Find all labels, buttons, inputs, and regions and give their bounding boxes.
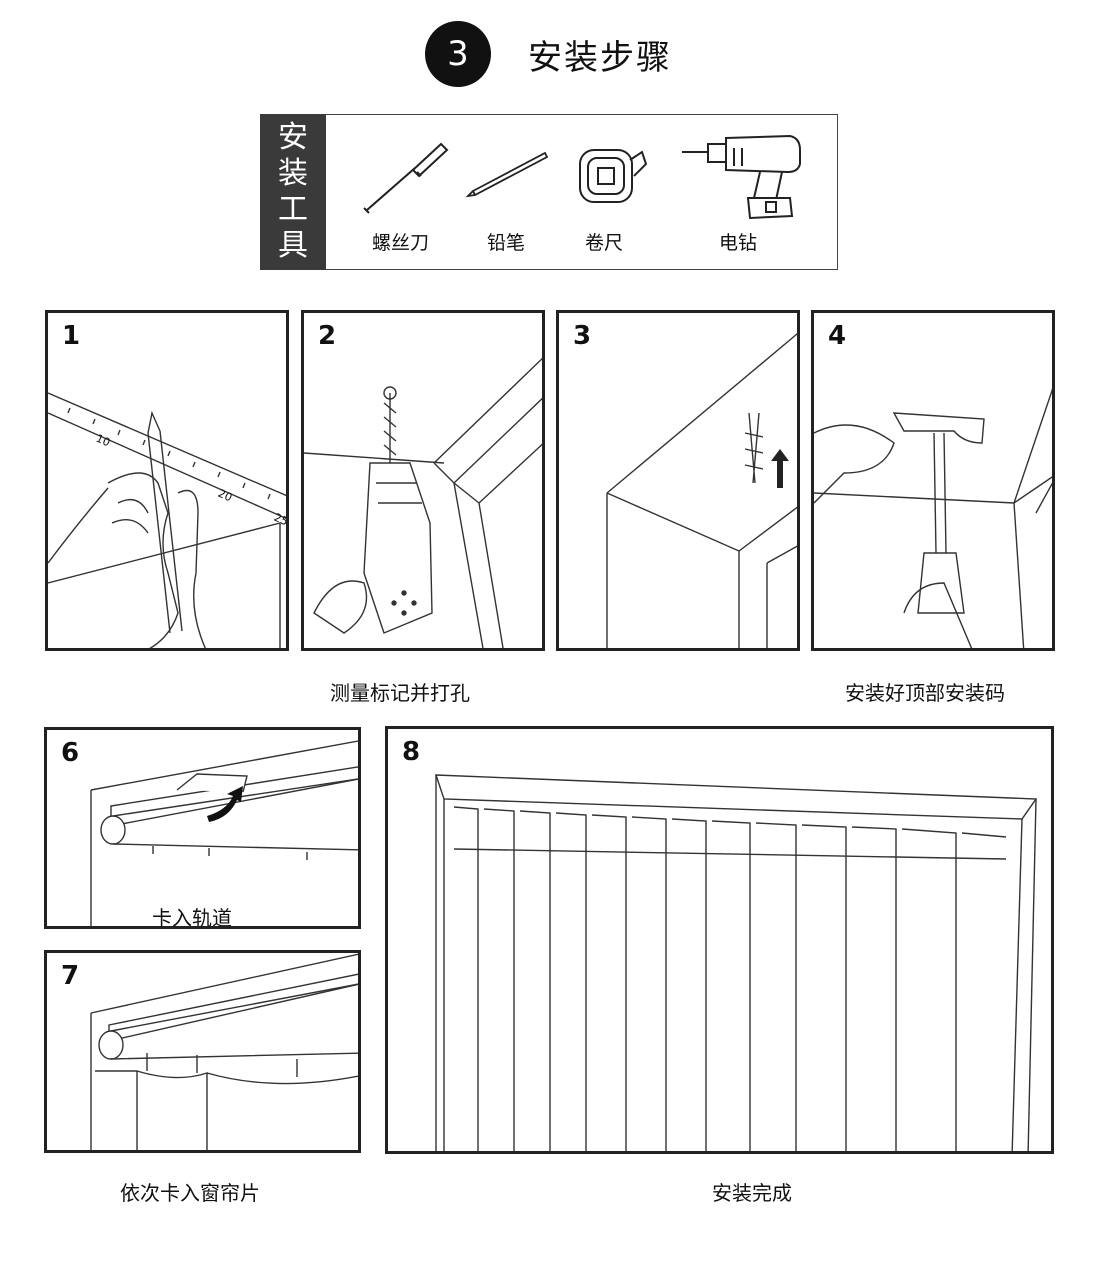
caption-installation-complete: 安装完成 <box>712 1181 792 1205</box>
panel-number: 8 <box>402 737 421 767</box>
tool-name-pencil: 铅笔 <box>487 232 526 254</box>
measure-illustration <box>48 392 286 648</box>
step-number-badge: 3 <box>425 21 491 87</box>
caption-measure-mark-drill: 测量标记并打孔 <box>330 681 470 705</box>
tape-measure-icon <box>579 149 648 203</box>
electric-drill-icon <box>682 134 801 220</box>
step-panel-7: 7 <box>44 950 361 1153</box>
tools-label-char: 工 <box>278 192 308 227</box>
page-title: 安装步骤 <box>528 38 672 78</box>
panel-number: 1 <box>62 321 81 351</box>
mounting-bracket-illustration <box>814 388 1052 648</box>
step-panel-4: 4 <box>811 310 1055 651</box>
step-number: 3 <box>447 34 469 74</box>
step-panel-6: 6 卡入轨道 <box>44 727 361 929</box>
panel-number: 7 <box>61 961 80 991</box>
tools-label-char: 具 <box>278 228 308 263</box>
caption-install-mounting-codes: 安装好顶部安装码 <box>845 681 1005 705</box>
tool-name-tape-measure: 卷尺 <box>585 232 624 254</box>
step-panel-1: 1 10 20 25 <box>45 310 289 651</box>
tool-name-drill: 电钻 <box>719 232 758 254</box>
step-panel-8: 8 <box>385 726 1054 1154</box>
screwdriver-icon <box>363 142 449 214</box>
completed-blinds-illustration <box>435 774 1038 1151</box>
pencil-icon <box>465 151 549 198</box>
tools-label-char: 装 <box>278 156 308 191</box>
tool-name-screwdriver: 螺丝刀 <box>372 232 430 254</box>
tools-label: 安 装 工 具 <box>260 114 326 270</box>
caption-insert-slats: 依次卡入窗帘片 <box>120 1181 260 1205</box>
tools-label-char: 安 <box>278 120 308 155</box>
panel-number: 4 <box>828 321 847 351</box>
panel-number: 6 <box>61 738 80 768</box>
step-panel-2: 2 <box>301 310 545 651</box>
rail-clip-illustration <box>90 740 358 926</box>
drilling-illustration <box>304 357 542 648</box>
panel-number: 2 <box>318 321 337 351</box>
step-panel-3: 3 <box>556 310 800 651</box>
panel-number: 3 <box>573 321 592 351</box>
anchor-insert-illustration <box>606 333 797 648</box>
panel-6-label: 卡入轨道 <box>152 906 232 929</box>
slat-insert-illustration <box>90 953 358 1150</box>
